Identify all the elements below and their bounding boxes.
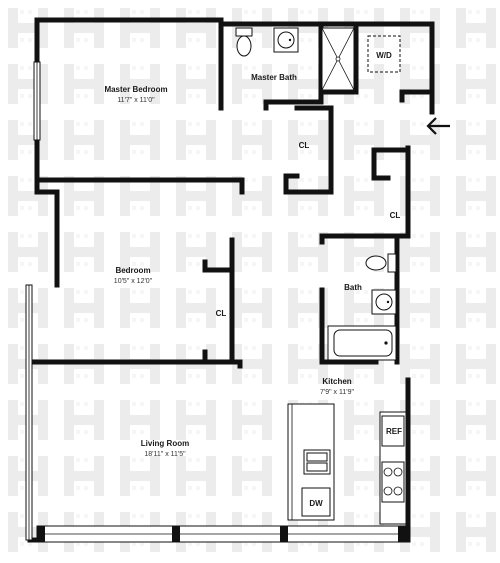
closet-label-2: CL xyxy=(390,211,401,220)
refrigerator-label: REF xyxy=(386,427,402,436)
master-bath-toilet xyxy=(235,27,253,57)
arrow-left-icon xyxy=(426,117,450,135)
kitchen-dims: 7'9" x 11'9" xyxy=(320,389,354,396)
bedroom-dims: 10'5" x 12'0" xyxy=(114,278,153,285)
master-bedroom-label: Master Bedroom xyxy=(104,85,167,94)
bath-sink xyxy=(371,289,397,315)
dishwasher-label: DW xyxy=(309,499,323,508)
bottom-wall xyxy=(36,525,409,543)
bedroom-label: Bedroom xyxy=(115,266,150,275)
master-bedroom-dims: 11'7" x 11'0" xyxy=(117,97,155,104)
washer-dryer-box xyxy=(367,35,401,73)
washer-dryer-label: W/D xyxy=(376,51,392,60)
kitchen-label: Kitchen xyxy=(322,377,351,386)
closet-label-3: CL xyxy=(216,309,227,318)
living-room-label: Living Room xyxy=(141,439,189,448)
bathtub xyxy=(327,325,397,361)
kitchen-island xyxy=(287,403,335,521)
walls xyxy=(25,17,435,543)
bath-label: Bath xyxy=(344,283,362,292)
kitchen-counter xyxy=(379,411,407,525)
bath-toilet xyxy=(365,253,397,273)
master-bath-shower xyxy=(321,27,355,91)
master-bath-label: Master Bath xyxy=(251,73,297,82)
living-room-dims: 18'11" x 11'5" xyxy=(144,451,186,458)
master-bath-sink xyxy=(273,27,299,53)
closet-label-1: CL xyxy=(299,141,310,150)
